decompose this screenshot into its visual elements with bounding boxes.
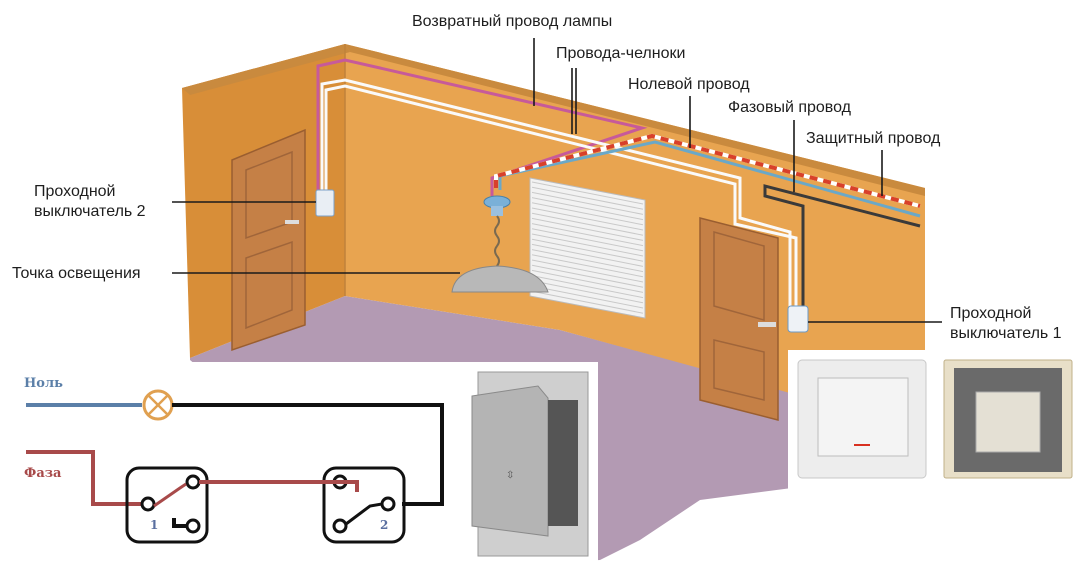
circuit-schematic (26, 389, 444, 544)
label-lamp-return-wire: Возвратный провод лампы (412, 13, 613, 30)
ceiling-lamp (451, 195, 549, 293)
blind-slat (531, 217, 644, 241)
schematic-switch-2-number: 2 (380, 518, 389, 532)
door-handle-icon (285, 220, 299, 224)
lamp-symbol-icon (142, 389, 174, 421)
left-door (231, 128, 306, 352)
door-handle-icon (758, 322, 776, 327)
blind-slat (531, 212, 644, 236)
protective-wire-stripes (494, 133, 921, 208)
label-phase-wire: Фазовый провод (728, 99, 851, 116)
phase-wire (763, 184, 921, 310)
label-protective-wire: Защитный провод (806, 130, 941, 147)
blind-slat (531, 233, 644, 257)
blind-slat (531, 285, 644, 309)
schematic-switch-1-number: 1 (150, 518, 159, 532)
blind-slat (531, 191, 644, 215)
schematic-shuttle-bottom (172, 518, 187, 528)
schematic-lamp-to-switch2 (172, 403, 444, 506)
blind-slat (531, 238, 644, 262)
schematic-switch-2 (322, 466, 406, 544)
blind-slat (531, 259, 644, 283)
schematic-switch-1 (125, 466, 209, 544)
right-door (699, 217, 779, 421)
switch-1-box (787, 305, 809, 333)
blind-slat (531, 223, 644, 247)
schematic-phase-line (26, 450, 144, 506)
switch-mechanism-photo: ⇳ (471, 371, 589, 557)
blind-slat (531, 186, 644, 210)
blind-slat (531, 269, 644, 293)
schematic-label-phase: Фаза (24, 466, 62, 481)
window-blinds (529, 177, 646, 319)
label-light-point: Точка освещения (12, 265, 141, 282)
label-shuttle-wires: Провода-челноки (556, 45, 686, 62)
blind-slat (531, 197, 644, 221)
shuttle-wire-1 (320, 78, 792, 308)
blind-slat (531, 243, 644, 267)
blind-slat (531, 264, 644, 288)
switch-2-box (315, 189, 335, 217)
arrows-up-down-icon: ⇳ (506, 470, 514, 481)
wires (316, 58, 921, 310)
blind-slat (531, 249, 644, 273)
schematic-shuttle-top (199, 480, 359, 492)
label-switch-1: Проходной выключатель 1 (950, 305, 1062, 342)
blind-slat (531, 280, 644, 304)
schematic-label-neutral: Ноль (24, 376, 63, 391)
blind-slat (531, 207, 644, 231)
blind-slat (531, 202, 644, 226)
blind-slat (531, 290, 644, 314)
shuttle-wire-2 (324, 84, 798, 308)
blind-slat (531, 228, 644, 252)
blind-slat (531, 275, 644, 299)
switch-back-photo (943, 359, 1073, 479)
label-neutral-wire: Нолевой провод (628, 76, 750, 93)
back-wall-top-edge (345, 44, 925, 196)
left-wall-top-edge (182, 44, 350, 95)
blind-slat (531, 181, 644, 205)
neutral-wire (498, 140, 921, 218)
return-wire (316, 58, 648, 196)
leader-lines (172, 38, 942, 323)
label-switch-2: Проходной выключатель 2 (34, 183, 146, 220)
switch-front-photo (797, 359, 927, 479)
blind-slat (531, 254, 644, 278)
